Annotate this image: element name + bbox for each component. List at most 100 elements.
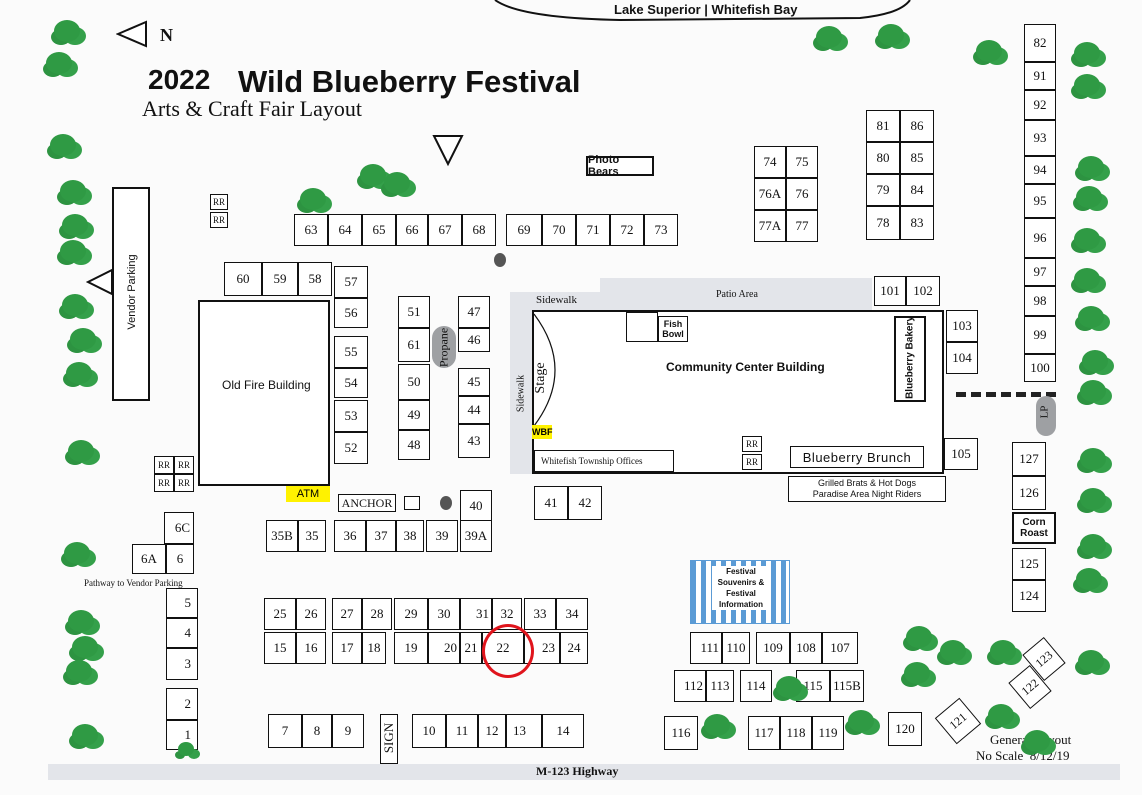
- restroom[interactable]: RR: [210, 212, 228, 228]
- booth-127[interactable]: 127: [1012, 442, 1046, 476]
- booth-14[interactable]: 14: [542, 714, 584, 748]
- booth-43[interactable]: 43: [458, 424, 490, 458]
- booth-4[interactable]: 4: [166, 618, 198, 648]
- booth-66[interactable]: 66: [396, 214, 428, 246]
- booth-35[interactable]: 35: [298, 520, 326, 552]
- blueberry-bakery[interactable]: [894, 316, 926, 402]
- booth-84[interactable]: 84: [900, 174, 934, 206]
- booth-64[interactable]: 64: [328, 214, 362, 246]
- brats-stand[interactable]: Grilled Brats & Hot Dogs Paradise Area N…: [788, 476, 946, 502]
- booth-104[interactable]: 104: [946, 342, 978, 374]
- booth-77a[interactable]: 77A: [754, 210, 786, 242]
- booth-57[interactable]: 57: [334, 266, 368, 298]
- booth-27[interactable]: 27: [332, 598, 362, 630]
- booth-103[interactable]: 103: [946, 310, 978, 342]
- booth-116[interactable]: 116: [664, 716, 698, 750]
- booth-74[interactable]: 74: [754, 146, 786, 178]
- fish-bowl[interactable]: Fish Bowl: [658, 316, 688, 342]
- booth-45[interactable]: 45: [458, 368, 490, 396]
- booth-109[interactable]: 109: [756, 632, 790, 664]
- booth-99[interactable]: 99: [1024, 316, 1056, 354]
- booth-118[interactable]: 118: [780, 716, 812, 750]
- booth-29[interactable]: 29: [394, 598, 428, 630]
- booth-92[interactable]: 92: [1024, 90, 1056, 120]
- booth-3[interactable]: 3: [166, 648, 198, 680]
- booth-71[interactable]: 71: [576, 214, 610, 246]
- booth-111[interactable]: 111: [690, 632, 722, 664]
- booth-81[interactable]: 81: [866, 110, 900, 142]
- booth-126[interactable]: 126: [1012, 476, 1046, 510]
- booth-97[interactable]: 97: [1024, 258, 1056, 286]
- booth-101[interactable]: 101: [874, 276, 906, 306]
- restroom[interactable]: RR: [742, 436, 762, 452]
- restroom[interactable]: RR: [154, 474, 174, 492]
- wbf-marker[interactable]: WBF: [532, 425, 553, 439]
- booth-47[interactable]: 47: [458, 296, 490, 328]
- booth-5[interactable]: 5: [166, 588, 198, 618]
- booth-44[interactable]: 44: [458, 396, 490, 424]
- booth-98[interactable]: 98: [1024, 286, 1056, 316]
- booth-50[interactable]: 50: [398, 364, 430, 400]
- booth-77[interactable]: 77: [786, 210, 818, 242]
- booth-19[interactable]: 19: [394, 632, 428, 664]
- booth-60[interactable]: 60: [224, 262, 262, 296]
- booth-112[interactable]: 112: [674, 670, 706, 702]
- booth-35b[interactable]: 35B: [266, 520, 298, 552]
- booth-113[interactable]: 113: [706, 670, 734, 702]
- booth-21[interactable]: 21: [460, 632, 482, 664]
- booth-80[interactable]: 80: [866, 142, 900, 174]
- restroom[interactable]: RR: [154, 456, 174, 474]
- booth-95[interactable]: 95: [1024, 184, 1056, 218]
- booth-72[interactable]: 72: [610, 214, 644, 246]
- booth-107[interactable]: 107: [822, 632, 858, 664]
- booth-17[interactable]: 17: [332, 632, 362, 664]
- booth-91[interactable]: 91: [1024, 62, 1056, 90]
- booth-48[interactable]: 48: [398, 430, 430, 460]
- booth-6[interactable]: 6: [166, 544, 194, 574]
- booth-82[interactable]: 82: [1024, 24, 1056, 62]
- booth-11[interactable]: 11: [446, 714, 478, 748]
- booth-67[interactable]: 67: [428, 214, 462, 246]
- booth-120[interactable]: 120: [888, 712, 922, 746]
- booth-115b[interactable]: 115B: [830, 670, 864, 702]
- booth-61[interactable]: 61: [398, 328, 430, 362]
- booth-75[interactable]: 75: [786, 146, 818, 178]
- restroom[interactable]: RR: [210, 194, 228, 210]
- booth-114[interactable]: 114: [740, 670, 772, 702]
- booth-68[interactable]: 68: [462, 214, 496, 246]
- booth-10[interactable]: 10: [412, 714, 446, 748]
- booth-85[interactable]: 85: [900, 142, 934, 174]
- booth-18[interactable]: 18: [362, 632, 386, 664]
- booth-41[interactable]: 41: [534, 486, 568, 520]
- booth-121[interactable]: 121: [934, 697, 982, 745]
- township-offices[interactable]: Whitefish Township Offices: [534, 450, 674, 472]
- booth-83[interactable]: 83: [900, 206, 934, 240]
- booth-117[interactable]: 117: [748, 716, 780, 750]
- booth-16[interactable]: 16: [296, 632, 326, 664]
- photo-bears-booth[interactable]: Photo Bears: [586, 154, 654, 178]
- blueberry-brunch[interactable]: Blueberry Brunch: [790, 446, 924, 468]
- booth-110[interactable]: 110: [722, 632, 750, 664]
- booth-56[interactable]: 56: [334, 298, 368, 328]
- booth-39[interactable]: 39: [426, 520, 458, 552]
- booth-36[interactable]: 36: [334, 520, 366, 552]
- booth-59[interactable]: 59: [262, 262, 298, 296]
- restroom[interactable]: RR: [174, 474, 194, 492]
- booth-51[interactable]: 51: [398, 296, 430, 328]
- booth-63[interactable]: 63: [294, 214, 328, 246]
- booth-76a[interactable]: 76A: [754, 178, 786, 210]
- booth-6c[interactable]: 6C: [164, 512, 194, 544]
- booth-79[interactable]: 79: [866, 174, 900, 206]
- corn-roast[interactable]: Corn Roast: [1012, 512, 1056, 544]
- booth-73[interactable]: 73: [644, 214, 678, 246]
- booth-65[interactable]: 65: [362, 214, 396, 246]
- booth-33[interactable]: 33: [524, 598, 556, 630]
- booth-7[interactable]: 7: [268, 714, 302, 748]
- booth-25[interactable]: 25: [264, 598, 296, 630]
- booth-93[interactable]: 93: [1024, 120, 1056, 156]
- booth-49[interactable]: 49: [398, 400, 430, 430]
- booth-55[interactable]: 55: [334, 336, 368, 368]
- booth-34[interactable]: 34: [556, 598, 588, 630]
- booth-37[interactable]: 37: [366, 520, 396, 552]
- atm[interactable]: ATM: [286, 486, 330, 502]
